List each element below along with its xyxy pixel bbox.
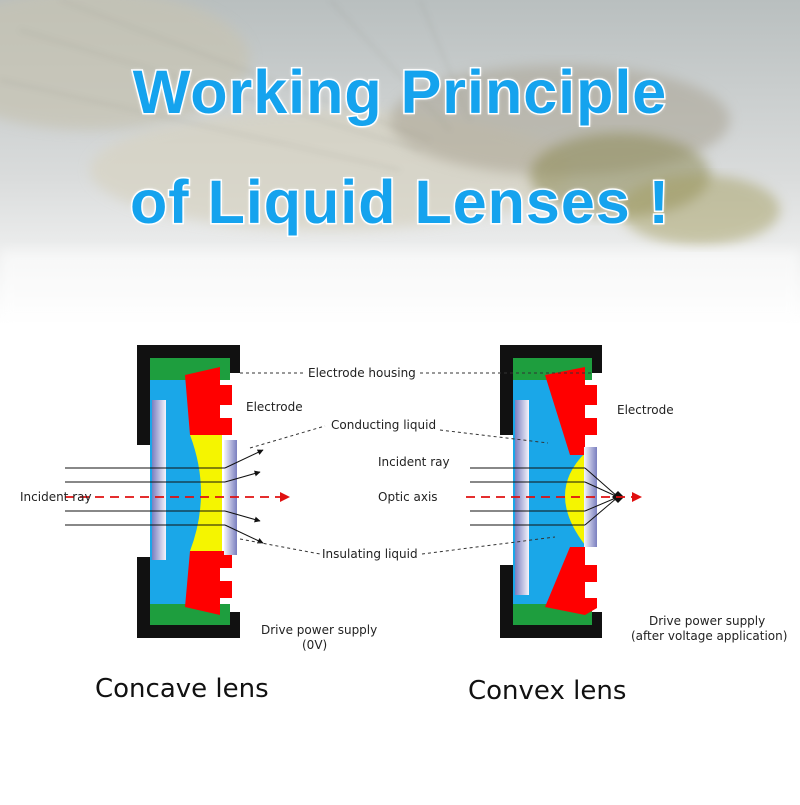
label-incident-ray-right: Incident ray [378,455,450,469]
label-drive-power-right-note: (after voltage application) [631,629,788,643]
diagram-drawing [65,345,642,638]
title-banner: Working Principle of Liquid Lenses ! [0,0,800,325]
liquid-lens-diagram: Electrode housing Electrode Electrode Co… [0,325,800,800]
label-electrode-right: Electrode [617,403,674,417]
insulating-liquid-right [565,453,585,545]
electrode-housing-left [137,345,240,445]
label-incident-ray-left: Incident ray [20,490,92,504]
concave-lens [65,345,290,638]
window-right-front [515,400,529,595]
page-title-line-1: Working Principle [131,57,668,128]
electrode-housing-right-bottom [500,565,602,638]
electrode-left-top [185,367,232,435]
label-conducting-liquid: Conducting liquid [331,418,437,432]
label-optic-axis: Optic axis [378,490,438,504]
dragonfly-wing-shape [0,0,471,171]
caption-concave-lens: Concave lens [95,674,269,704]
page-title-line-2: of Liquid Lenses ! [129,167,671,238]
label-drive-power-left: Drive power supply [261,623,378,637]
label-electrode-left: Electrode [246,400,303,414]
label-electrode-housing: Electrode housing [308,366,416,380]
caption-convex-lens: Convex lens [468,676,627,706]
convex-lens [466,345,642,638]
label-insulating-liquid: Insulating liquid [322,547,418,561]
leader-lines [239,372,593,555]
label-drive-power-right: Drive power supply [649,614,766,628]
electrode-housing-left-bottom [137,557,240,638]
electrode-left-bottom [185,551,232,615]
insulating-liquid-left [190,435,222,551]
electrode-right-top [545,367,597,455]
window-left-front [152,400,166,560]
electrode-right-bottom [545,547,597,615]
electrode-housing-right [500,345,602,435]
background-photo [0,0,800,325]
label-drive-power-left-voltage: (0V) [302,638,328,652]
